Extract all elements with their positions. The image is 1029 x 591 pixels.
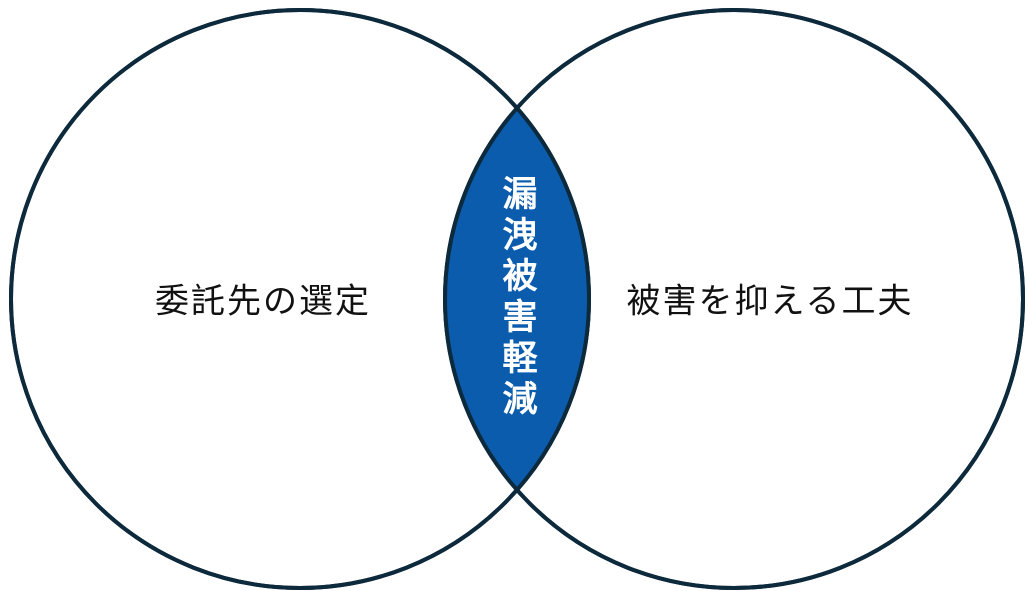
intersection-label: 漏洩被害軽減 (496, 175, 537, 421)
right-set-label: 被害を抑える工夫 (626, 281, 914, 322)
left-set-label: 委託先の選定 (155, 281, 371, 322)
